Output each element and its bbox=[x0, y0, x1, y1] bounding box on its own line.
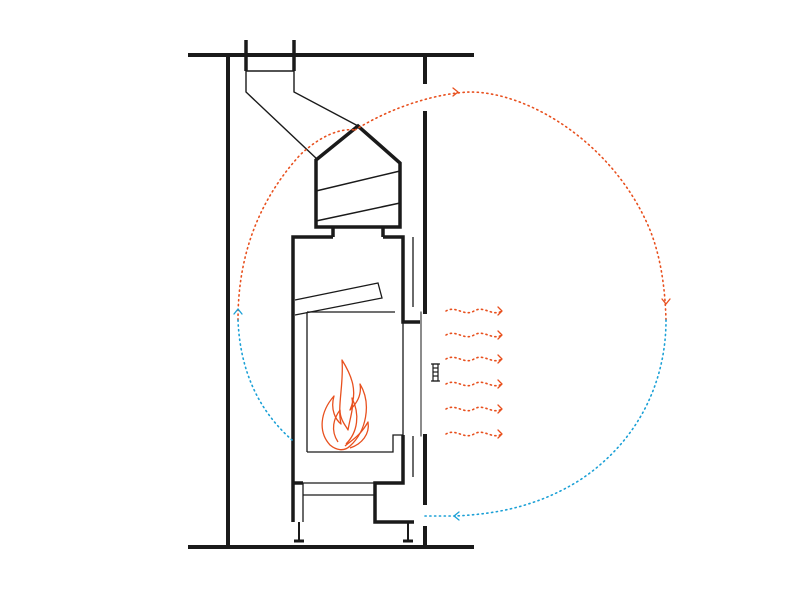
heat-wave-icon bbox=[445, 431, 503, 437]
flue-system bbox=[244, 40, 402, 237]
arrow-head-icon bbox=[497, 354, 503, 364]
cool-air-loop-left bbox=[237, 319, 293, 441]
arrow-head-icon bbox=[497, 379, 503, 389]
arrow-head-icon bbox=[452, 87, 459, 97]
arrow-head-icon bbox=[453, 511, 460, 521]
insert-outer-casing bbox=[291, 235, 420, 524]
heat-wave-icon bbox=[445, 406, 503, 412]
firebox-floor bbox=[307, 434, 403, 453]
leg-left bbox=[294, 522, 304, 543]
radiant-heat bbox=[445, 308, 503, 437]
smoke-collector bbox=[314, 123, 402, 229]
heat-wave-arrows bbox=[497, 306, 503, 439]
arrow-head-icon bbox=[497, 306, 503, 316]
insert-legs bbox=[294, 522, 413, 543]
warm-air-loop-left bbox=[237, 128, 356, 321]
heat-wave-icon bbox=[445, 332, 503, 338]
arrow-head-icon bbox=[497, 330, 503, 340]
collector-baffle-1 bbox=[315, 170, 401, 192]
heat-wave-icon bbox=[445, 308, 503, 314]
building-shell bbox=[188, 53, 474, 549]
heat-wave-icon bbox=[445, 356, 503, 362]
arrow-head-icon bbox=[497, 429, 503, 439]
leg-right bbox=[403, 522, 413, 543]
fireplace-insert bbox=[291, 235, 420, 524]
heat-wave-icon bbox=[445, 381, 503, 387]
arrow-heads bbox=[233, 87, 671, 521]
arrow-head-icon bbox=[233, 308, 243, 315]
air-circulation bbox=[237, 91, 667, 517]
collector-baffle-2 bbox=[315, 202, 401, 222]
arrow-head-icon bbox=[661, 298, 671, 305]
flue-pipe bbox=[245, 71, 361, 161]
cool-air-loop-right bbox=[454, 319, 667, 517]
base-frame bbox=[302, 482, 375, 522]
door-handle-icon bbox=[431, 363, 440, 382]
baffle-plate bbox=[294, 282, 383, 316]
arrow-head-icon bbox=[497, 404, 503, 414]
flame-icon bbox=[321, 359, 369, 451]
